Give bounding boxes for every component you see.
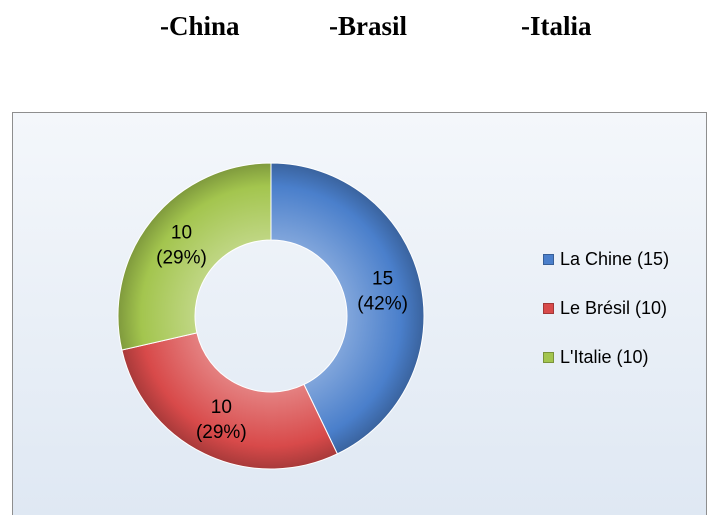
legend-label-le-bresil: Le Brésil (10) xyxy=(560,298,668,318)
legend-swatch-le-bresil xyxy=(543,303,554,314)
data-label-percent-la-chine: (42%) xyxy=(357,294,408,315)
chart-area: 15 (42%) 10 (29%) 10 (29%) La Chine (15) Le B… xyxy=(12,112,707,515)
data-label-value-le-bresil: 10 xyxy=(211,397,232,418)
header-label-brasil: -Brasil xyxy=(329,11,407,41)
data-label-percent-l-italie: (29%) xyxy=(156,248,207,269)
legend-item-l-italie: L'Italie (10) xyxy=(543,345,669,370)
header-label-italia: -Italia xyxy=(521,11,592,41)
chart-legend: La Chine (15) Le Brésil (10) L'Italie (1… xyxy=(543,247,669,394)
legend-item-la-chine: La Chine (15) xyxy=(543,247,669,272)
legend-label-l-italie: L'Italie (10) xyxy=(560,347,649,367)
donut-slice-la-chine xyxy=(270,162,425,455)
legend-label-la-chine: La Chine (15) xyxy=(560,249,670,269)
legend-swatch-l-italie xyxy=(543,352,554,363)
donut-slice-le-bresil xyxy=(121,332,339,470)
donut-slice-l-italie xyxy=(117,162,272,351)
legend-swatch-la-chine xyxy=(543,254,554,265)
data-label-value-la-chine: 15 xyxy=(372,269,393,290)
legend-item-le-bresil: Le Brésil (10) xyxy=(543,296,669,321)
data-label-value-l-italie: 10 xyxy=(171,223,192,244)
data-label-percent-le-bresil: (29%) xyxy=(196,422,247,443)
header-label-china: -China xyxy=(160,11,240,41)
header-labels: -China -Brasil -Italia xyxy=(0,0,719,60)
donut-chart: 15 (42%) 10 (29%) 10 (29%) xyxy=(117,162,425,470)
